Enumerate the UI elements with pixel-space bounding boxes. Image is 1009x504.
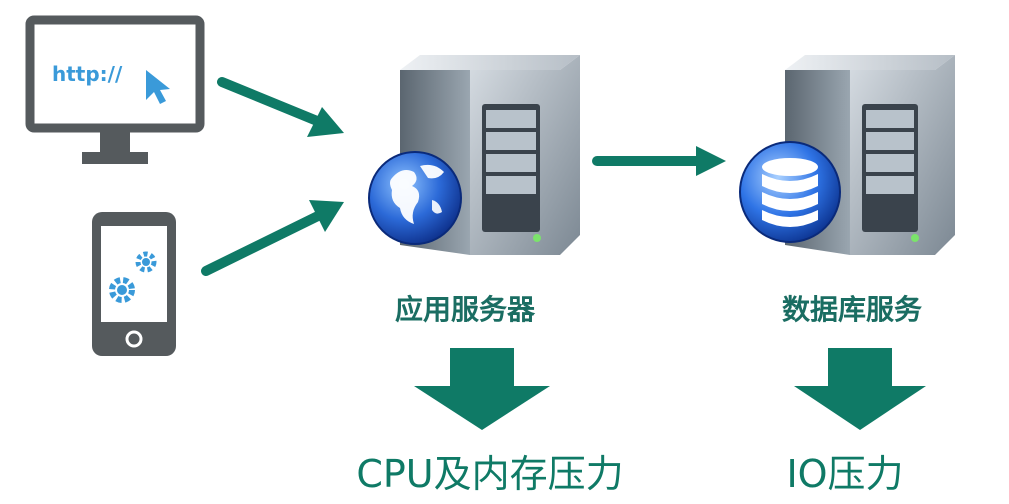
desktop-monitor-icon — [25, 15, 205, 164]
database-icon — [739, 141, 841, 243]
arrow-app-to-db — [592, 146, 726, 176]
arrow-down-db — [794, 348, 926, 430]
app-pressure-label: CPU及内存压力 — [356, 452, 624, 496]
globe-icon — [368, 151, 462, 245]
app-server-label: 应用服务器 — [394, 293, 535, 326]
db-pressure-label: IO压力 — [786, 452, 904, 496]
smartphone-icon — [92, 212, 176, 356]
gear-icon — [109, 251, 157, 303]
arrow-desktop-to-app — [217, 77, 344, 137]
app-server-icon — [400, 55, 580, 255]
db-server-label: 数据库服务 — [781, 293, 922, 326]
url-text: http:// — [52, 62, 123, 86]
arrow-phone-to-app — [201, 200, 344, 276]
arrow-down-app — [414, 348, 550, 430]
